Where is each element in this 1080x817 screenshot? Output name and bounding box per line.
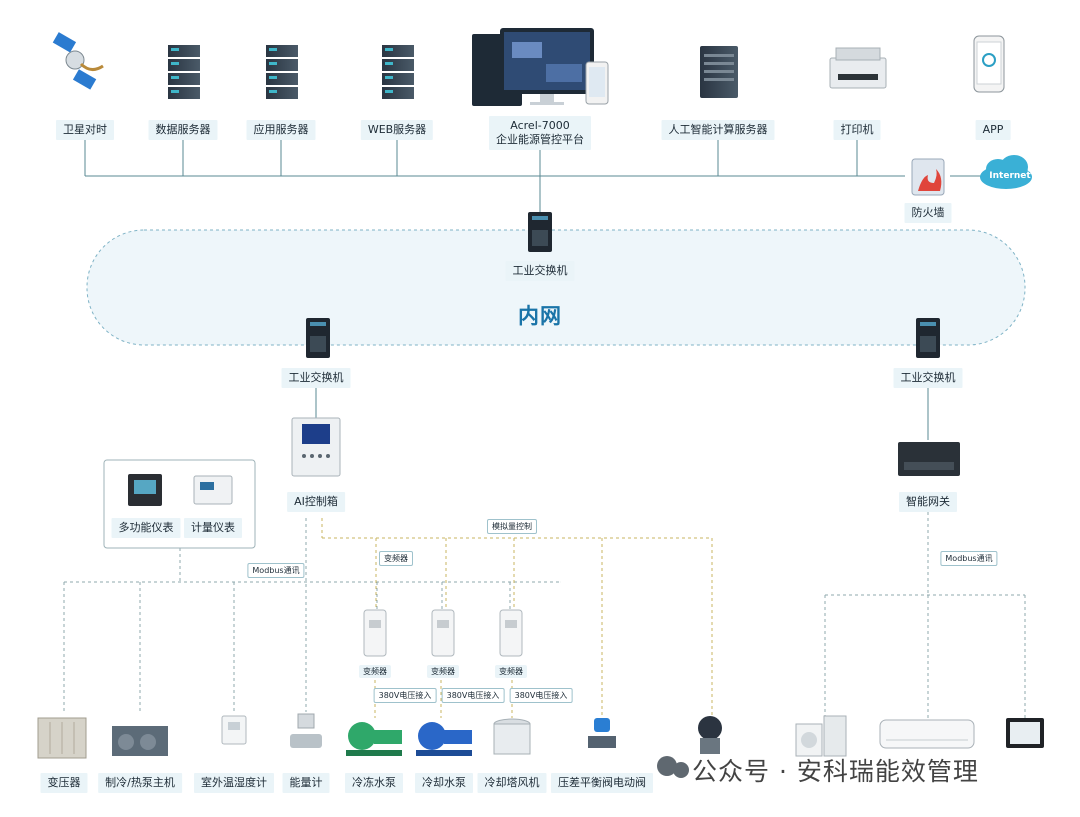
firewall-icon bbox=[911, 158, 945, 196]
control-box-icon bbox=[291, 417, 341, 477]
device-label-cooling-pump: 冷却水泵 bbox=[415, 773, 473, 793]
server-rack-icon bbox=[168, 45, 414, 99]
watermark-text: 公众号 · 安科瑞能效管理 bbox=[692, 757, 979, 786]
voltage-tag-1: 380V电压接入 bbox=[373, 688, 437, 703]
modbus-right-tag: Modbus通讯 bbox=[940, 551, 998, 566]
intranet-zone bbox=[86, 229, 1026, 346]
phone-icon bbox=[973, 35, 1005, 93]
core-switch-label: 工业交换机 bbox=[505, 261, 575, 281]
pump-icon bbox=[346, 722, 472, 756]
meter-label-metering: 计量仪表 bbox=[184, 518, 242, 538]
ai-server-icon bbox=[700, 46, 738, 98]
watermark-logo-icon bbox=[657, 756, 689, 778]
gateway-label: 智能网关 bbox=[899, 492, 957, 512]
firewall-label: 防火墙 bbox=[904, 203, 952, 223]
cloud-icon bbox=[980, 155, 1032, 189]
gateway-icon bbox=[898, 442, 960, 476]
node-label-printer: 打印机 bbox=[833, 120, 881, 140]
vrv-icon bbox=[795, 715, 847, 757]
chiller-icon bbox=[112, 726, 168, 756]
vfd-label-2: 变频器 bbox=[427, 665, 459, 678]
modbus-left-tag: Modbus通讯 bbox=[247, 563, 305, 578]
monitor-icon bbox=[472, 28, 609, 106]
cooling-tower-icon bbox=[493, 718, 531, 755]
top-bus bbox=[84, 140, 985, 215]
printer-icon bbox=[829, 47, 887, 89]
meter-label-multifunction: 多功能仪表 bbox=[111, 518, 181, 538]
ac-icon bbox=[879, 719, 975, 749]
node-label-platform: Acrel-7000 企业能源管控平台 bbox=[489, 116, 591, 150]
platform-name: Acrel-7000 bbox=[510, 119, 570, 132]
ai-box-label: AI控制箱 bbox=[287, 492, 345, 512]
device-label-balance-valve: 压差平衡阀电动阀 bbox=[551, 773, 653, 793]
device-label-chilled-pump: 冷冻水泵 bbox=[345, 773, 403, 793]
device-label-transformer: 变压器 bbox=[40, 773, 88, 793]
meter-icon bbox=[128, 474, 233, 506]
transformer-icon bbox=[37, 717, 87, 759]
node-label-ai-server: 人工智能计算服务器 bbox=[661, 120, 775, 140]
vfd-label-1: 变频器 bbox=[359, 665, 391, 678]
node-label-app: APP bbox=[975, 120, 1011, 140]
switch-icon bbox=[306, 212, 940, 358]
voltage-tag-2: 380V电压接入 bbox=[441, 688, 505, 703]
actuator-icon bbox=[698, 716, 722, 754]
vfd-icon bbox=[363, 609, 523, 657]
energy-meter-icon bbox=[290, 713, 322, 748]
node-label-web-server: WEB服务器 bbox=[360, 120, 434, 140]
panel-icon bbox=[1006, 718, 1044, 748]
device-label-thermometer: 室外温湿度计 bbox=[194, 773, 274, 793]
thermometer-icon bbox=[221, 715, 247, 745]
right-switch-label: 工业交换机 bbox=[893, 368, 963, 388]
node-label-satellite: 卫星对时 bbox=[56, 120, 114, 140]
vfd-label-3: 变频器 bbox=[495, 665, 527, 678]
modbus-right-lines bbox=[824, 512, 1026, 718]
voltage-tag-3: 380V电压接入 bbox=[509, 688, 573, 703]
internet-label: Internet bbox=[989, 171, 1031, 181]
valve-icon bbox=[588, 718, 616, 748]
modbus-left-lines bbox=[63, 518, 560, 712]
intranet-title: 内网 bbox=[518, 304, 562, 328]
node-label-data-server: 数据服务器 bbox=[148, 120, 218, 140]
satellite-icon bbox=[52, 32, 104, 90]
device-label-energy-meter: 能量计 bbox=[282, 773, 330, 793]
platform-desc: 企业能源管控平台 bbox=[496, 133, 584, 146]
node-label-app-server: 应用服务器 bbox=[246, 120, 316, 140]
device-label-cooling-tower: 冷却塔风机 bbox=[477, 773, 547, 793]
device-label-chiller: 制冷/热泵主机 bbox=[98, 773, 182, 793]
analog-tag: 模拟量控制 bbox=[487, 519, 537, 534]
vfd-signal-tag: 变频器 bbox=[379, 551, 413, 566]
left-switch-label: 工业交换机 bbox=[281, 368, 351, 388]
